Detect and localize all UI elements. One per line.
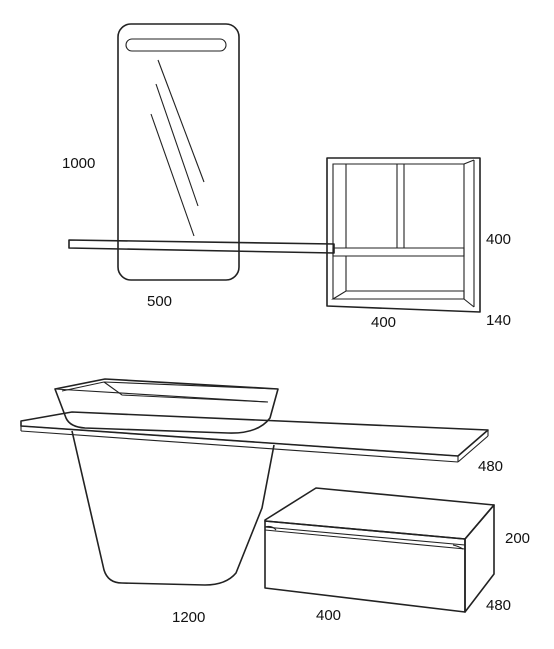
wall-shelf-board	[68, 239, 335, 254]
mirror	[117, 23, 240, 281]
mirror-height-label: 1000	[62, 155, 95, 172]
mirror-width-label: 500	[147, 293, 172, 310]
drawer-unit	[264, 487, 495, 613]
top-depth-label: 480	[478, 458, 503, 475]
shelf-depth-label: 140	[486, 312, 511, 329]
drawer-height-label: 200	[505, 530, 530, 547]
shelf-height-label: 400	[486, 231, 511, 248]
drawer-depth-label: 480	[486, 597, 511, 614]
drawer-width-label: 400	[316, 607, 341, 624]
top-width-label: 1200	[172, 609, 205, 626]
counter-top	[20, 411, 489, 463]
shelf-width-label: 400	[371, 314, 396, 331]
vessel-basin	[54, 378, 279, 434]
pedestal	[71, 430, 275, 586]
open-shelf-cabinet	[326, 157, 481, 313]
mirror-light-bar	[125, 38, 227, 52]
